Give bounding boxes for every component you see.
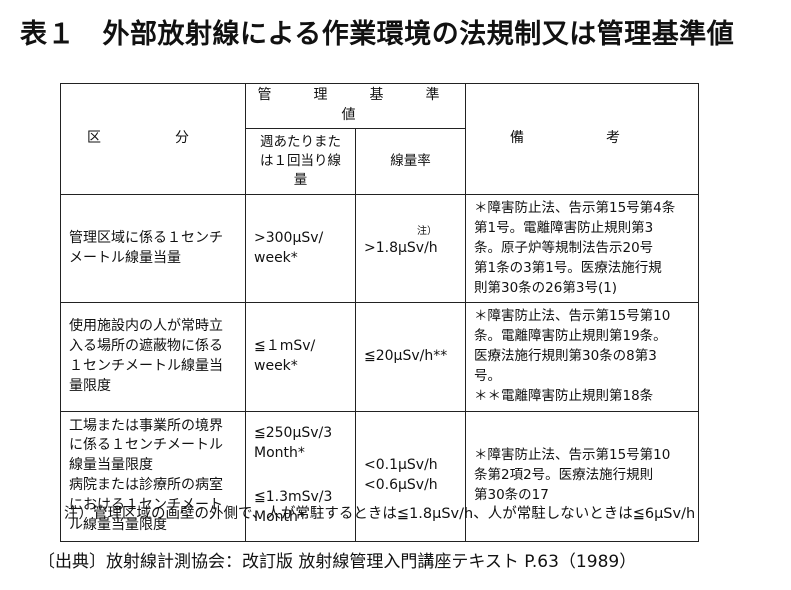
header-weekly-dose: 週あたりまたは１回当り線量	[245, 127, 356, 196]
table-row: 管理区域に係る１センチ メートル線量当量 >300μSv/ week* 注） >…	[60, 194, 699, 304]
row3-category: 工場または事業所の境界 に係る１センチメートル 線量当量限度 病院または診療所の…	[60, 410, 246, 542]
row3-dose: ≦250μSv/3 Month* ≦1.3mSv/3 Month*	[245, 410, 356, 542]
row2-remarks: ＊障害防止法、告示第15号第10 条。電離障害防止規則第19条。 医療法施行規則…	[465, 302, 699, 412]
row1-rate: 注） >1.8μSv/h	[355, 194, 466, 304]
rate-note-marker: 注）	[417, 225, 437, 237]
table-row: 工場または事業所の境界 に係る１センチメートル 線量当量限度 病院または診療所の…	[60, 410, 699, 542]
source-citation: 〔出典〕放射線計測協会：改訂版 放射線管理入門講座テキスト P.63（1989）	[38, 552, 637, 572]
row1-dose: >300μSv/ week*	[245, 194, 356, 304]
table-footnote: 注）管理区域の画壁の外側で、人が常駐するときは≦1.8μSv/h、人が常駐しない…	[64, 506, 696, 522]
row2-rate: ≦20μSv/h**	[355, 302, 466, 412]
page-title: 表１ 外部放射線による作業環境の法規制又は管理基準値	[20, 19, 735, 50]
regulation-table: 区 分 管 理 基 準 値 備 考 週あたりまたは１回当り線量 線量率 管理区域…	[60, 82, 699, 542]
header-remarks: 備 考	[465, 82, 699, 196]
row1-remarks: ＊障害防止法、告示第15号第4条 第1号。電離障害防止規則第3 条。原子炉等規制…	[465, 194, 699, 304]
header-management-values: 管 理 基 準 値	[245, 83, 468, 129]
row2-dose: ≦１mSv/ week*	[245, 302, 356, 412]
row2-category: 使用施設内の人が常時立 入る場所の遮蔽物に係る １センチメートル線量当 量限度	[60, 302, 246, 412]
header-dose-rate: 線量率	[355, 127, 466, 196]
table-row: 使用施設内の人が常時立 入る場所の遮蔽物に係る １センチメートル線量当 量限度 …	[60, 302, 699, 412]
row1-category: 管理区域に係る１センチ メートル線量当量	[60, 194, 246, 304]
header-category: 区 分	[60, 82, 246, 196]
row3-remarks: ＊障害防止法、告示第15号第10 条第2項2号。医療法施行規則 第30条の17	[465, 410, 699, 542]
row3-rate: <0.1μSv/h <0.6μSv/h	[355, 410, 466, 542]
